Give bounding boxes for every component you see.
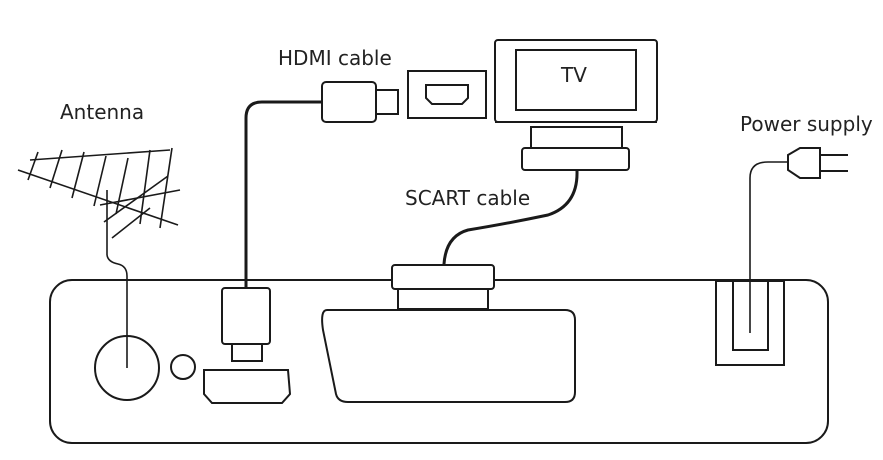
antenna-icon xyxy=(17,147,181,368)
tv-label: TV xyxy=(560,63,587,87)
receiver-scart-port xyxy=(321,309,576,403)
small-round-port xyxy=(170,354,196,380)
receiver-hdmi-port xyxy=(203,369,292,404)
hdmi-cable xyxy=(221,81,399,362)
scart-cable xyxy=(391,169,579,310)
tv-icon xyxy=(494,39,658,171)
antenna-label: Antenna xyxy=(60,100,144,124)
hdmi-cable-label: HDMI cable xyxy=(278,46,392,70)
power-supply-label: Power supply xyxy=(740,112,873,136)
scart-cable-label: SCART cable xyxy=(405,186,530,210)
power-cable xyxy=(749,147,848,333)
tv-hdmi-port xyxy=(407,70,487,119)
